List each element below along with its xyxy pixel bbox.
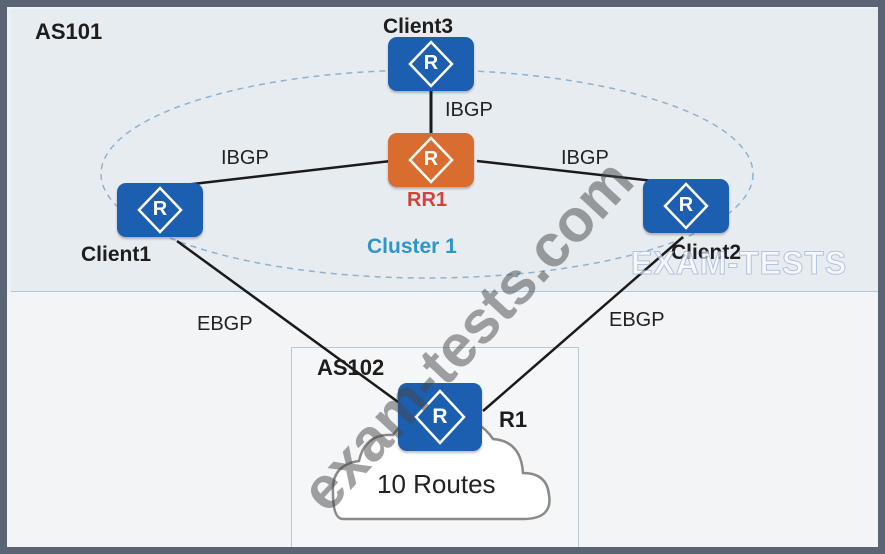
cloud-label: 10 Routes <box>377 469 496 499</box>
as102-label: AS102 <box>317 355 385 380</box>
link-label-client1-r1: EBGP <box>197 313 253 335</box>
router-client3[interactable]: R <box>388 37 474 91</box>
router-icon <box>408 136 454 184</box>
router-glyph: R <box>432 405 448 428</box>
router-icon <box>408 40 454 88</box>
watermark-logo: EXAM-TESTS <box>630 245 848 282</box>
client1-label: Client1 <box>81 243 152 266</box>
router-icon <box>663 182 709 230</box>
router-glyph: R <box>423 148 439 170</box>
router-r1[interactable]: R <box>398 383 482 451</box>
link-client1-rr1 <box>166 159 392 189</box>
r1-label: R1 <box>499 407 528 432</box>
cluster-label: Cluster 1 <box>367 235 457 258</box>
link-label-client2-r1: EBGP <box>609 309 665 331</box>
router-rr1[interactable]: R <box>388 133 474 187</box>
router-client1[interactable]: R <box>117 183 203 237</box>
router-glyph: R <box>423 52 439 74</box>
link-label-client3-rr1: IBGP <box>445 99 493 121</box>
rr1-label: RR1 <box>407 189 448 211</box>
router-icon <box>414 389 466 445</box>
link-client1-r1 <box>176 239 406 409</box>
router-client2[interactable]: R <box>643 179 729 233</box>
client2-label: Client2 <box>671 241 742 264</box>
link-client2-r1 <box>482 236 684 412</box>
link-label-client2-rr1: IBGP <box>561 147 609 169</box>
client3-label: Client3 <box>383 15 454 38</box>
router-icon <box>137 186 183 234</box>
as101-label: AS101 <box>35 19 103 44</box>
router-glyph: R <box>152 198 168 220</box>
router-glyph: R <box>678 194 694 216</box>
link-label-client1-rr1: IBGP <box>221 147 269 169</box>
